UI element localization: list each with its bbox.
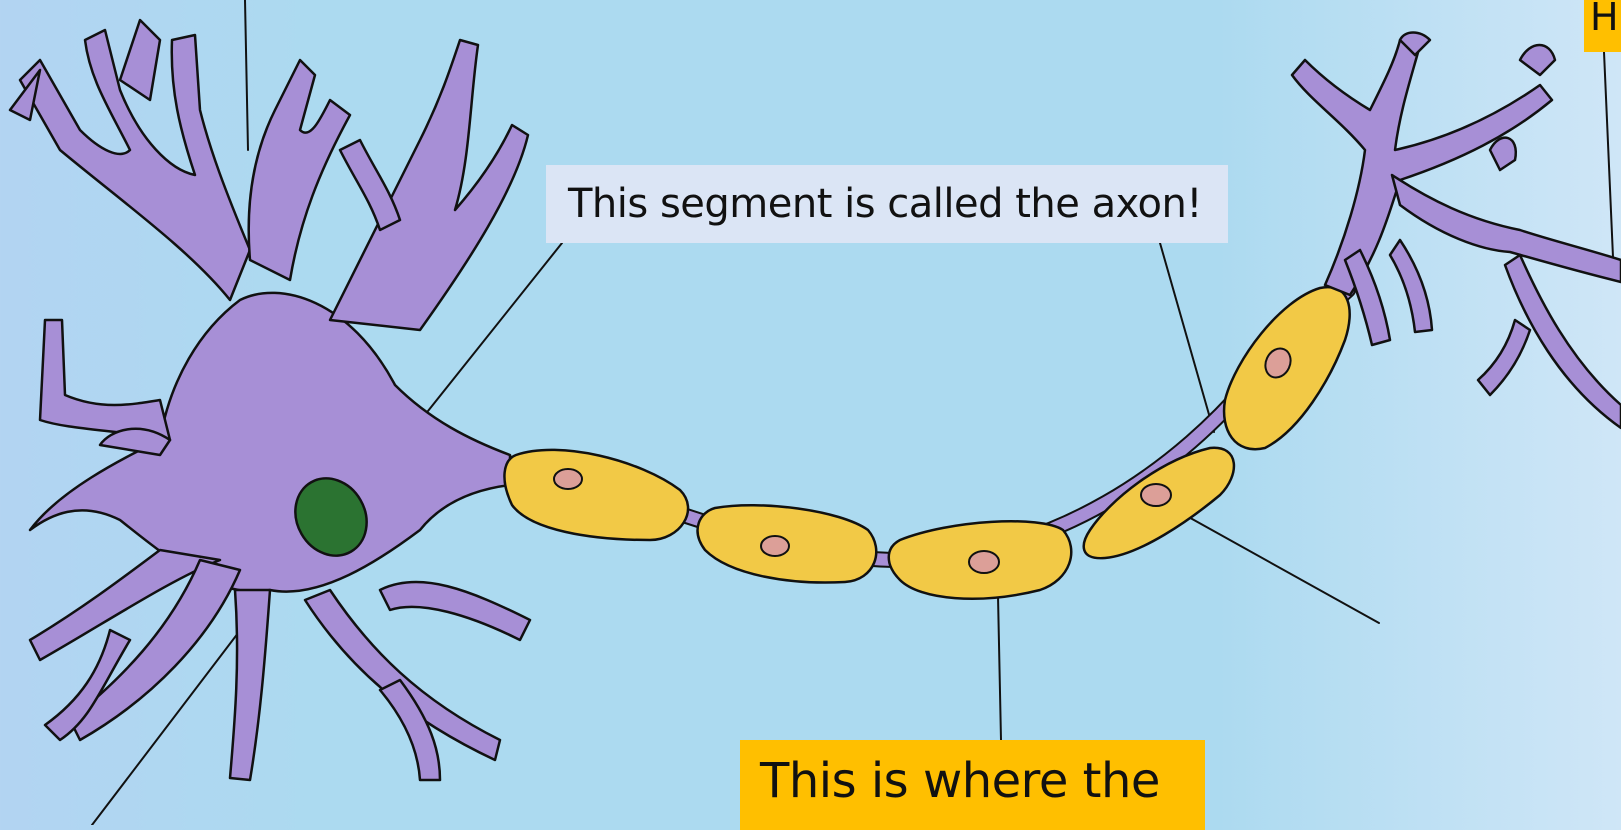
myelin-sheaths [504,287,1349,599]
myelin-sheath-1 [504,450,688,540]
schwann-nucleus-3 [969,551,999,573]
axon-callout: This segment is called the axon! [546,165,1228,243]
schwann-nucleus-4 [1141,484,1171,506]
schwann-nucleus-1 [554,469,582,489]
leader-line-dendrite [245,0,248,150]
leader-line-myelin [998,596,1001,740]
axon-terminal [1292,33,1621,429]
myelin-callout: This is where the [740,740,1205,830]
terminal-callout: H [1584,0,1621,52]
leader-line-axon-right [1160,243,1214,432]
neuron-cell-body [10,20,530,780]
leader-line-terminal [1604,52,1614,280]
schwann-nucleus-2 [761,536,789,556]
